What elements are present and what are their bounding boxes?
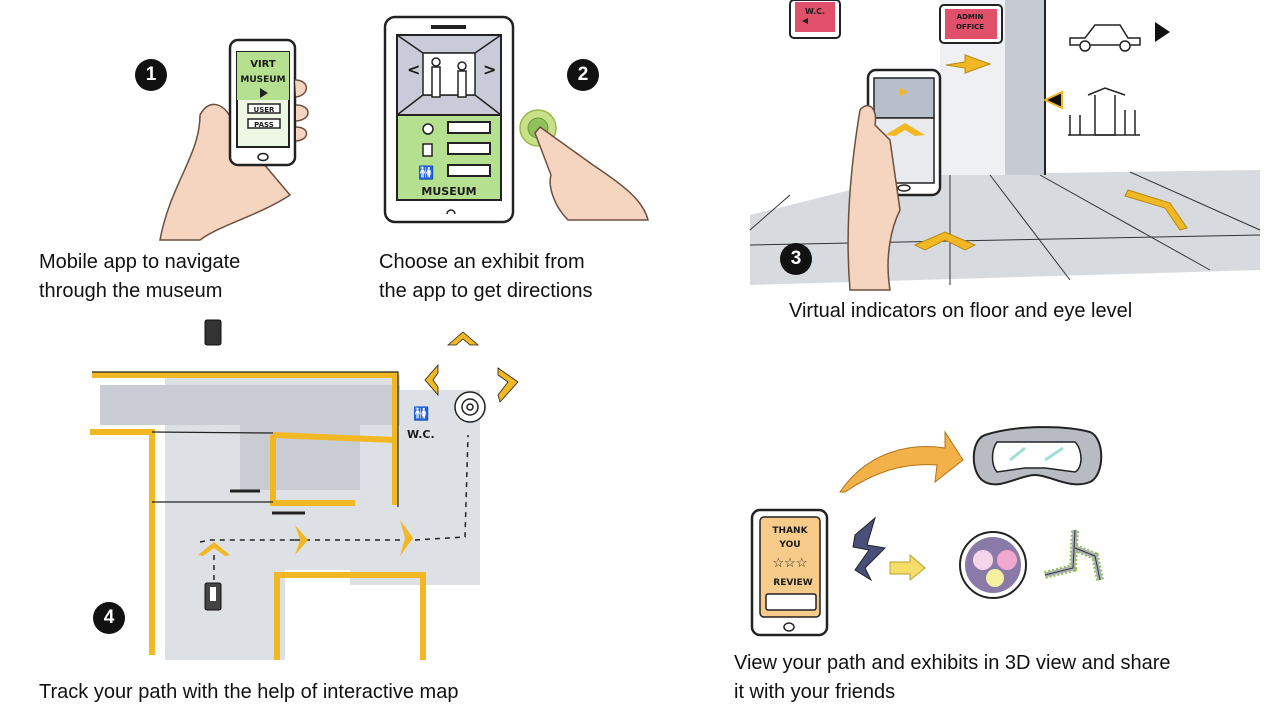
wc-sign-label: W.C.: [805, 7, 825, 16]
direction-left-icon: [424, 363, 439, 397]
step-1-caption-line2: through the museum: [39, 280, 223, 302]
direction-right-icon: [497, 367, 519, 403]
admin-sign-line1: ADMIN: [957, 13, 984, 21]
step-2-caption-line2: the app to get directions: [379, 280, 593, 302]
curved-arrow-icon: [839, 430, 964, 493]
floor-arrow-up-icon: [913, 231, 977, 251]
3d-path-map-icon: [1044, 529, 1104, 581]
location-pin-icon: [422, 123, 434, 135]
user-phone-location-icon: [204, 319, 222, 346]
step-badge-2: 2: [567, 59, 599, 91]
eye-level-arrow-play-icon: [1155, 22, 1170, 42]
review-input[interactable]: [765, 593, 817, 611]
hand-holding-phone-illustration: VIRT MUSEUM USER PASS: [159, 38, 309, 241]
rating-stars-icon: ☆☆☆: [773, 555, 808, 570]
step-4-caption-line1: Track your path with the help of interac…: [39, 681, 459, 703]
step-4-caption: Track your path with the help of interac…: [39, 678, 458, 707]
app-title-line1: VIRT: [250, 59, 276, 70]
step-badge-3: 3: [780, 243, 812, 275]
vr-headset-icon: [972, 426, 1103, 486]
share-zigzag-icon: [852, 516, 887, 582]
step-badge-1: 1: [135, 59, 167, 91]
step-1-caption: Mobile app to navigate through the museu…: [39, 248, 240, 306]
step-5-caption-line2: it with your friends: [734, 681, 896, 703]
step-3-caption: Virtual indicators on floor and eye leve…: [789, 297, 1132, 326]
step-2-caption-line1: Choose an exhibit from: [379, 251, 585, 273]
next-exhibit-icon[interactable]: >: [483, 60, 496, 79]
building-icon: [1068, 87, 1140, 136]
interactive-map-illustration: 🚻 W.C.: [90, 319, 519, 660]
map-restroom-icon: 🚻: [413, 406, 429, 422]
pointing-finger-illustration: [534, 125, 649, 221]
step-2-caption: Choose an exhibit from the app to get di…: [379, 248, 592, 306]
step-5-caption: View your path and exhibits in 3D view a…: [734, 649, 1171, 707]
share-3d-view-illustration: THANK YOU ☆☆☆ REVIEW: [750, 426, 1104, 637]
map-arrow-right-icon: [295, 525, 308, 555]
prev-exhibit-icon[interactable]: <: [407, 60, 420, 79]
car-icon: [1069, 24, 1141, 52]
map-wc-label: W.C.: [407, 428, 435, 441]
step-5-caption-line1: View your path and exhibits in 3D view a…: [734, 652, 1171, 674]
eye-level-arrow-left-icon: [1042, 90, 1063, 110]
step-1-caption-line1: Mobile app to navigate: [39, 251, 241, 273]
admin-sign-line2: OFFICE: [956, 23, 984, 31]
map-arrow-right-icon: [400, 520, 413, 556]
map-arrow-up-icon: [198, 542, 230, 556]
museum-footer-label: MUSEUM: [421, 185, 476, 198]
user-field-label: USER: [254, 106, 276, 114]
eye-level-arrow-right-icon: [945, 54, 992, 74]
review-label: REVIEW: [773, 578, 813, 588]
exhibit-selection-phone-illustration: < > 🚻 MUSEUM: [383, 15, 649, 224]
document-icon: [422, 143, 433, 157]
app-title-line2: MUSEUM: [240, 75, 285, 85]
share-arrow-icon: [889, 553, 926, 582]
play-icon: [260, 88, 268, 98]
pass-field-label: PASS: [254, 121, 274, 129]
direction-up-icon: [446, 331, 480, 346]
restroom-icon: 🚻: [418, 165, 434, 181]
ar-indicators-scene-illustration: W.C. ADMIN OFFICE: [749, 0, 1261, 291]
step-3-caption-line1: Virtual indicators on floor and eye leve…: [789, 300, 1133, 322]
thank-label: THANK: [772, 526, 808, 536]
destination-target-icon: [454, 391, 486, 423]
step-badge-4: 4: [93, 602, 125, 634]
friends-group-icon: [959, 531, 1027, 599]
floor-arrow-turn-icon: [1124, 189, 1188, 231]
you-label: YOU: [778, 540, 800, 550]
